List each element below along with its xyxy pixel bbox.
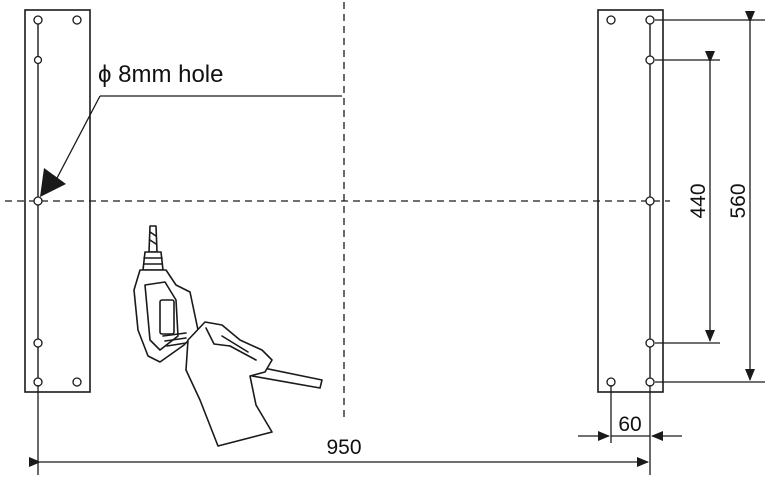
bracket-hole [72, 377, 82, 387]
bracket-hole [33, 196, 43, 206]
inner-height-label: 440 [687, 183, 710, 218]
bracket-hole [645, 196, 655, 206]
bracket-hole [645, 55, 655, 65]
bracket-hole [33, 377, 43, 387]
bracket-hole [33, 15, 43, 25]
bracket-hole [645, 338, 655, 348]
bracket-hole [606, 15, 616, 25]
total-width-label: 950 [326, 436, 361, 459]
hole-leader [40, 95, 342, 197]
outer-height-label: 560 [727, 183, 750, 218]
bracket-hole [33, 55, 43, 65]
bracket-hole [33, 338, 43, 348]
hand-icon [185, 321, 273, 447]
left-bracket [24, 9, 91, 393]
bracket-hole [72, 15, 82, 25]
drill-icon [133, 225, 323, 389]
right-bracket [597, 9, 664, 393]
arrow-icon [40, 168, 66, 197]
offset-label: 60 [618, 413, 641, 436]
bracket-hole [645, 377, 655, 387]
width-dimensions [29, 385, 682, 475]
bracket-hole [645, 15, 655, 25]
hole-label: ϕ 8mm hole [98, 61, 223, 88]
height-dimensions [655, 11, 765, 383]
bracket-hole [606, 377, 616, 387]
